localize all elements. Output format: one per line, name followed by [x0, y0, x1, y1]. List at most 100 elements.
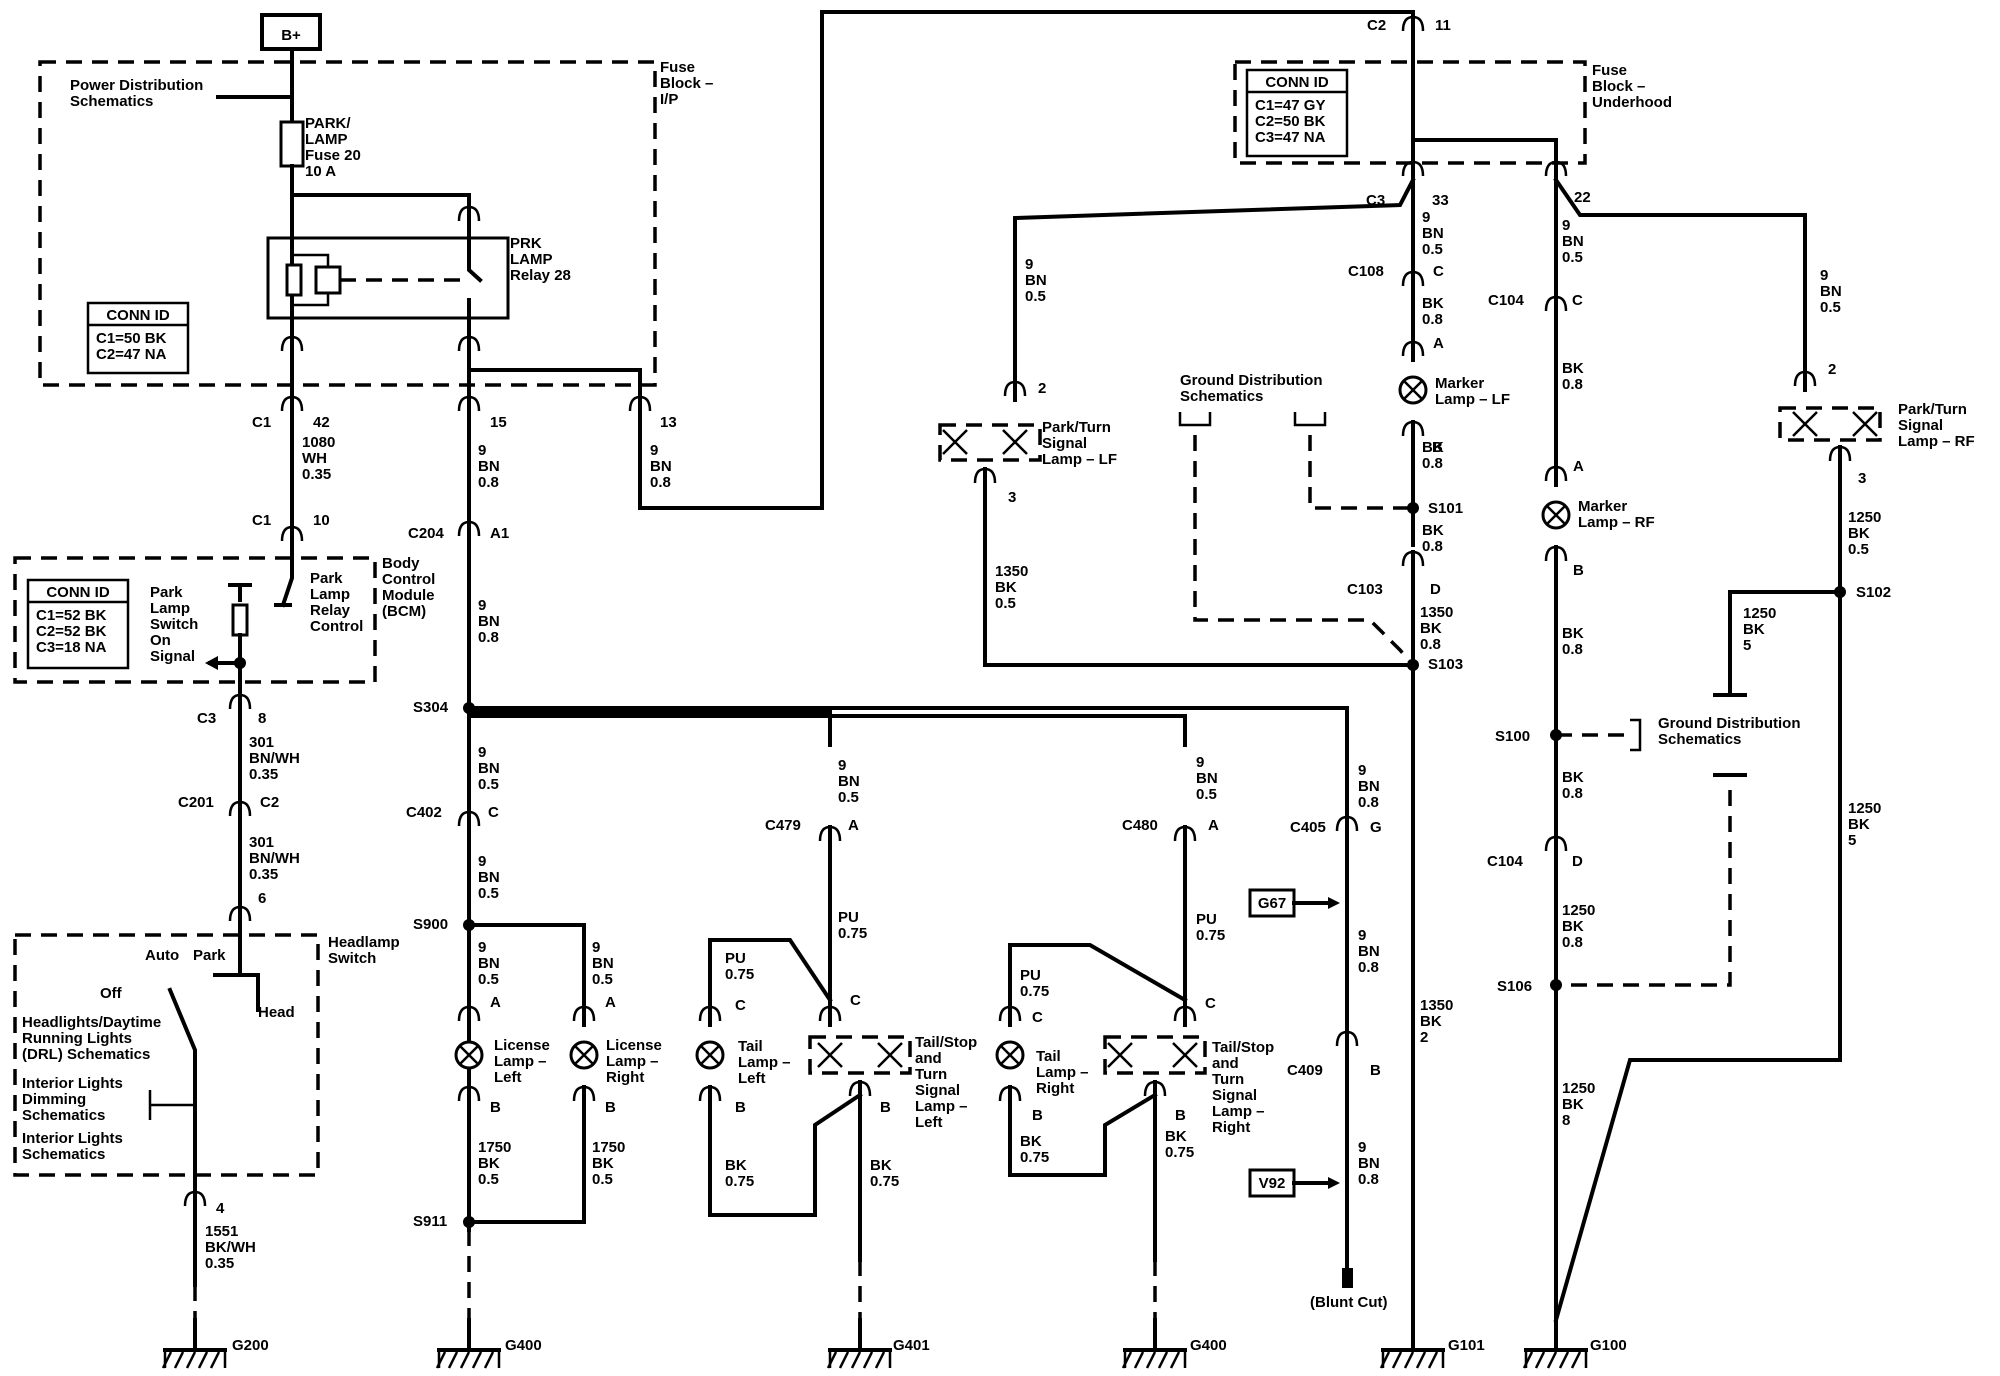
- pin-mrf-b: B: [1573, 562, 1584, 579]
- pin-lic-r-b: B: [605, 1099, 616, 1116]
- pin-a1: A1: [490, 525, 509, 542]
- ground-hatch: [1546, 1351, 1558, 1369]
- headlamp-switch-frame: [13, 933, 320, 1177]
- ground-hatch: [1391, 1351, 1403, 1369]
- g400b-ground-icon: [1123, 1350, 1187, 1368]
- ground-g100-label: G100: [1590, 1337, 1627, 1354]
- ground-dist-upper-brackets: [1178, 412, 1327, 427]
- lamp-filament-icon: [1792, 411, 1818, 437]
- g100-ground-icon: [1524, 1350, 1588, 1368]
- pin-lic-l-b: B: [490, 1099, 501, 1116]
- pos-head: Head: [258, 1004, 295, 1021]
- pin-4: 4: [216, 1200, 225, 1217]
- blunt-cut-label: (Blunt Cut): [1310, 1294, 1387, 1311]
- lamp-filament: [1403, 380, 1423, 400]
- conn-c1-42: C1: [252, 414, 271, 431]
- wire-1250-s102: [1728, 590, 1842, 692]
- ground-hatch: [1169, 1351, 1181, 1369]
- relay-diode: [285, 263, 303, 297]
- pin-10: 10: [313, 512, 330, 529]
- conn-c479: C479: [765, 817, 801, 834]
- ground-hatch: [1403, 1351, 1415, 1369]
- ground-hatch: [1427, 1351, 1439, 1369]
- bcm-frame: [13, 556, 377, 684]
- pin-lic-l-a: A: [490, 994, 501, 1011]
- fuse-block-ip-frame: [38, 60, 657, 387]
- lamp-filament: [1000, 1045, 1020, 1065]
- relay-out-wires: [290, 353, 642, 412]
- conn-c1-10: C1: [252, 512, 271, 529]
- fuse-icon: [279, 120, 305, 168]
- lamp-filament: [459, 1045, 479, 1065]
- pin-c405: G: [1370, 819, 1382, 836]
- lamp-filament-icon: [817, 1042, 843, 1068]
- ground-hatch: [197, 1351, 209, 1369]
- pin-c103: D: [1430, 581, 1441, 598]
- wire-s304-c479: [467, 710, 832, 747]
- conn-c3-top: C3: [1366, 192, 1385, 209]
- ref-g67-label: G67: [1258, 895, 1286, 912]
- ground-g101-label: G101: [1448, 1337, 1485, 1354]
- ground-hatch: [838, 1351, 850, 1369]
- pos-auto: Auto: [145, 947, 179, 964]
- wire-9bn-13: [638, 10, 1415, 510]
- ground-dist-right-tick: [1630, 718, 1642, 752]
- headlamp-switch-arm: [167, 987, 197, 1197]
- wire-s304-c480: [467, 714, 1187, 747]
- bcm-relay-switch: [274, 543, 294, 608]
- pos-off: Off: [100, 985, 123, 1002]
- lamp-filament: [1546, 505, 1566, 525]
- conn-c480: C480: [1122, 817, 1158, 834]
- ref-g67-box: [1248, 888, 1296, 918]
- headlamp-park-contact: [213, 923, 260, 1012]
- relay-box: [266, 236, 510, 320]
- pin-8: 8: [258, 710, 266, 727]
- uh-bus: [1411, 28, 1558, 162]
- conn-c2-top: C2: [1367, 17, 1386, 34]
- conn-c108: C108: [1348, 263, 1384, 280]
- ground-hatch: [447, 1351, 459, 1369]
- fuse-block-uh-frame: [1233, 60, 1587, 165]
- v92-arrow-icon: [1328, 1177, 1340, 1189]
- lamp-parkturn-lf-frame: [938, 423, 1042, 462]
- wire-bk-tail-right: [1008, 1092, 1158, 1177]
- wire-layer: [13, 10, 1882, 1369]
- ground-dist-upper-link-a: [1193, 435, 1415, 667]
- pin-tr-b: B: [1032, 1107, 1043, 1124]
- pin-mlf-b: B: [1432, 439, 1443, 456]
- pin-tr-c: C: [1032, 1009, 1043, 1026]
